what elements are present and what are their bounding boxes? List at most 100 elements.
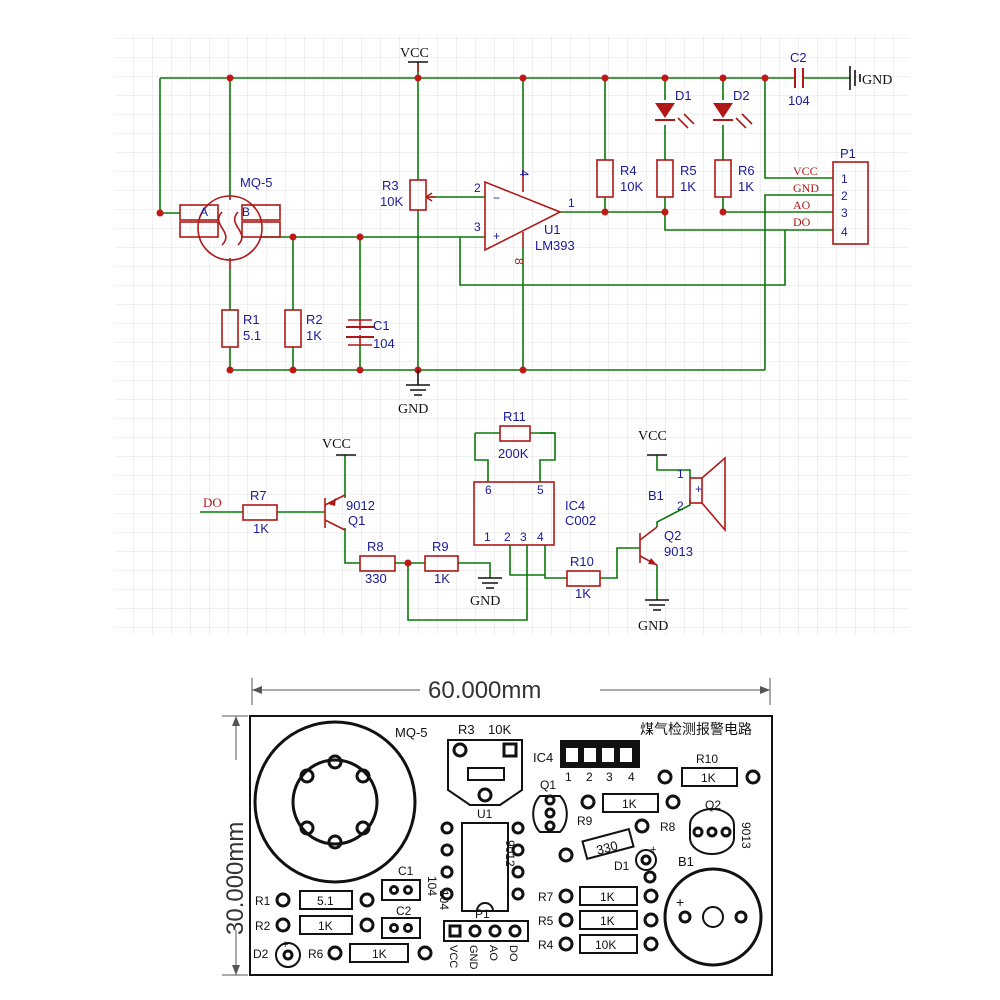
pcb-mq5-label: MQ-5 <box>395 725 428 740</box>
mq5-sensor: MQ-5 A B <box>179 175 281 270</box>
q1-part: 9012 <box>346 498 375 513</box>
r9-ref: R9 <box>432 539 449 554</box>
pcb-b1-plus: + <box>676 894 684 910</box>
pcb-r3-label: R3 <box>458 722 475 737</box>
pcb-r5-value: 1K <box>600 914 615 928</box>
p1-connector: P1 1 2 3 4 VCC GND AO DO <box>793 146 869 245</box>
u1-part: LM393 <box>535 238 575 253</box>
d2-ref: D2 <box>733 88 750 103</box>
pcb-c1-value: 104 <box>425 876 439 896</box>
ic4-pin-5: 5 <box>537 483 544 497</box>
pcb-r8-label: R8 <box>660 820 676 834</box>
pcb-u1-label: U1 <box>477 807 493 821</box>
c2-ref: C2 <box>790 50 807 65</box>
p1-net-vcc: VCC <box>793 164 818 178</box>
u1-pin-1: 1 <box>568 196 575 210</box>
pcb-b1-label: B1 <box>678 854 694 869</box>
ic4-pin-2: 2 <box>504 530 511 544</box>
pcb-r2-value: 1K <box>318 919 333 933</box>
r9-value: 1K <box>434 571 450 586</box>
pcb-d2-plus: + <box>282 939 288 951</box>
pcb-width-dimension: 60.000mm <box>428 677 541 704</box>
q2-part: 9013 <box>664 544 693 559</box>
pcb-r8-value: 330 <box>595 838 620 858</box>
q2-ref: Q2 <box>664 528 681 543</box>
pcb-d2: D2 + <box>253 939 301 968</box>
pcb-r9: R9 1K <box>577 793 681 828</box>
pcb-r1-value: 5.1 <box>317 894 334 908</box>
vcc-top-symbol: VCC <box>400 46 429 72</box>
r10-resistor: R10 1K <box>566 554 601 601</box>
pcb-u1: U1 <box>440 807 525 912</box>
u1-plus: + <box>493 229 500 243</box>
r1-resistor: R1 5.1 <box>221 309 261 348</box>
vcc-q1-symbol: VCC <box>322 437 356 456</box>
pcb-r7: R7 1K <box>538 886 659 906</box>
pcb-ic4-pin-4: 4 <box>628 770 635 784</box>
r11-value: 200K <box>498 446 529 461</box>
ic4-part: C002 <box>565 513 596 528</box>
r3-ref: R3 <box>382 178 399 193</box>
vcc-top-label: VCC <box>400 46 429 61</box>
pcb-r10: R10 1K <box>657 752 761 787</box>
gnd-top-symbol: GND <box>398 370 430 417</box>
p1-pin-2: 2 <box>841 189 848 203</box>
p1-pin-3: 3 <box>841 206 848 220</box>
d1-led: D1 <box>655 88 695 129</box>
r6-value: 1K <box>738 179 754 194</box>
gnd-top-label: GND <box>398 402 428 417</box>
pcb-c2: C2 104 <box>381 890 451 939</box>
mq5-pin-b: B <box>242 205 250 219</box>
pcb-title: 煤气检测报警电路 <box>640 721 752 737</box>
r5-ref: R5 <box>680 163 697 178</box>
r9-resistor: R9 1K <box>424 539 459 586</box>
b1-buzzer: + 1 2 B1 <box>648 456 726 533</box>
pcb-r4-label: R4 <box>538 938 554 952</box>
pcb-r1: R1 5.1 <box>255 890 375 910</box>
r7-ref: R7 <box>250 488 267 503</box>
q1-transistor: 9012 Q1 <box>324 494 375 531</box>
pcb-p1-pin-do: DO <box>507 945 519 962</box>
pcb-r8: 330 R8 <box>558 818 676 863</box>
r10-value: 1K <box>575 586 591 601</box>
b1-pin-1: 1 <box>677 467 684 481</box>
r3-value: 10K <box>380 194 403 209</box>
pcb-q1-label: Q1 <box>540 778 556 792</box>
u1-pin-8: 8 <box>512 258 526 265</box>
pcb-p1: P1 VCC GND AO DO <box>443 907 529 970</box>
c1-capacitor: C1 104 <box>346 318 395 351</box>
pcb-b1: B1 + <box>663 854 763 967</box>
q1-ref: Q1 <box>348 513 365 528</box>
gnd-q2-label: GND <box>638 619 668 634</box>
ic4-pin-4: 4 <box>537 530 544 544</box>
schematic-grid <box>115 35 910 635</box>
pcb-d1-plus: + <box>650 844 656 856</box>
pcb-ic4: IC4 1 2 3 4 <box>533 740 640 784</box>
d1-ref: D1 <box>675 88 692 103</box>
pcb-r10-label: R10 <box>696 752 718 766</box>
pcb-r9-value: 1K <box>622 797 637 811</box>
pcb-d1-label: D1 <box>614 859 630 873</box>
r2-resistor: R2 1K <box>284 309 323 348</box>
pcb-r6-value: 1K <box>372 947 387 961</box>
c2-value: 104 <box>788 93 810 108</box>
q2-transistor: Q2 9013 <box>639 526 693 566</box>
mq5-label: MQ-5 <box>240 175 273 190</box>
pcb-c2-label: C2 <box>396 904 412 918</box>
pcb-r9-label: R9 <box>577 814 593 828</box>
do-net-label: DO <box>203 495 222 510</box>
r8-value: 330 <box>365 571 387 586</box>
pcb-p1-label: P1 <box>475 907 490 921</box>
u1-ref: U1 <box>544 222 561 237</box>
gnd-q2-symbol: GND <box>638 599 669 634</box>
pcb-c1-label: C1 <box>398 864 414 878</box>
pcb-layout: 60.000mm 30.000mm 煤气检测报警电路 MQ-5 R3 10K <box>222 677 773 976</box>
pcb-d2-label: D2 <box>253 947 269 961</box>
r8-ref: R8 <box>367 539 384 554</box>
pcb-r7-label: R7 <box>538 890 554 904</box>
r2-value: 1K <box>306 328 322 343</box>
r7-value: 1K <box>253 521 269 536</box>
pcb-r4-value: 10K <box>595 938 616 952</box>
p1-net-gnd: GND <box>793 181 819 195</box>
